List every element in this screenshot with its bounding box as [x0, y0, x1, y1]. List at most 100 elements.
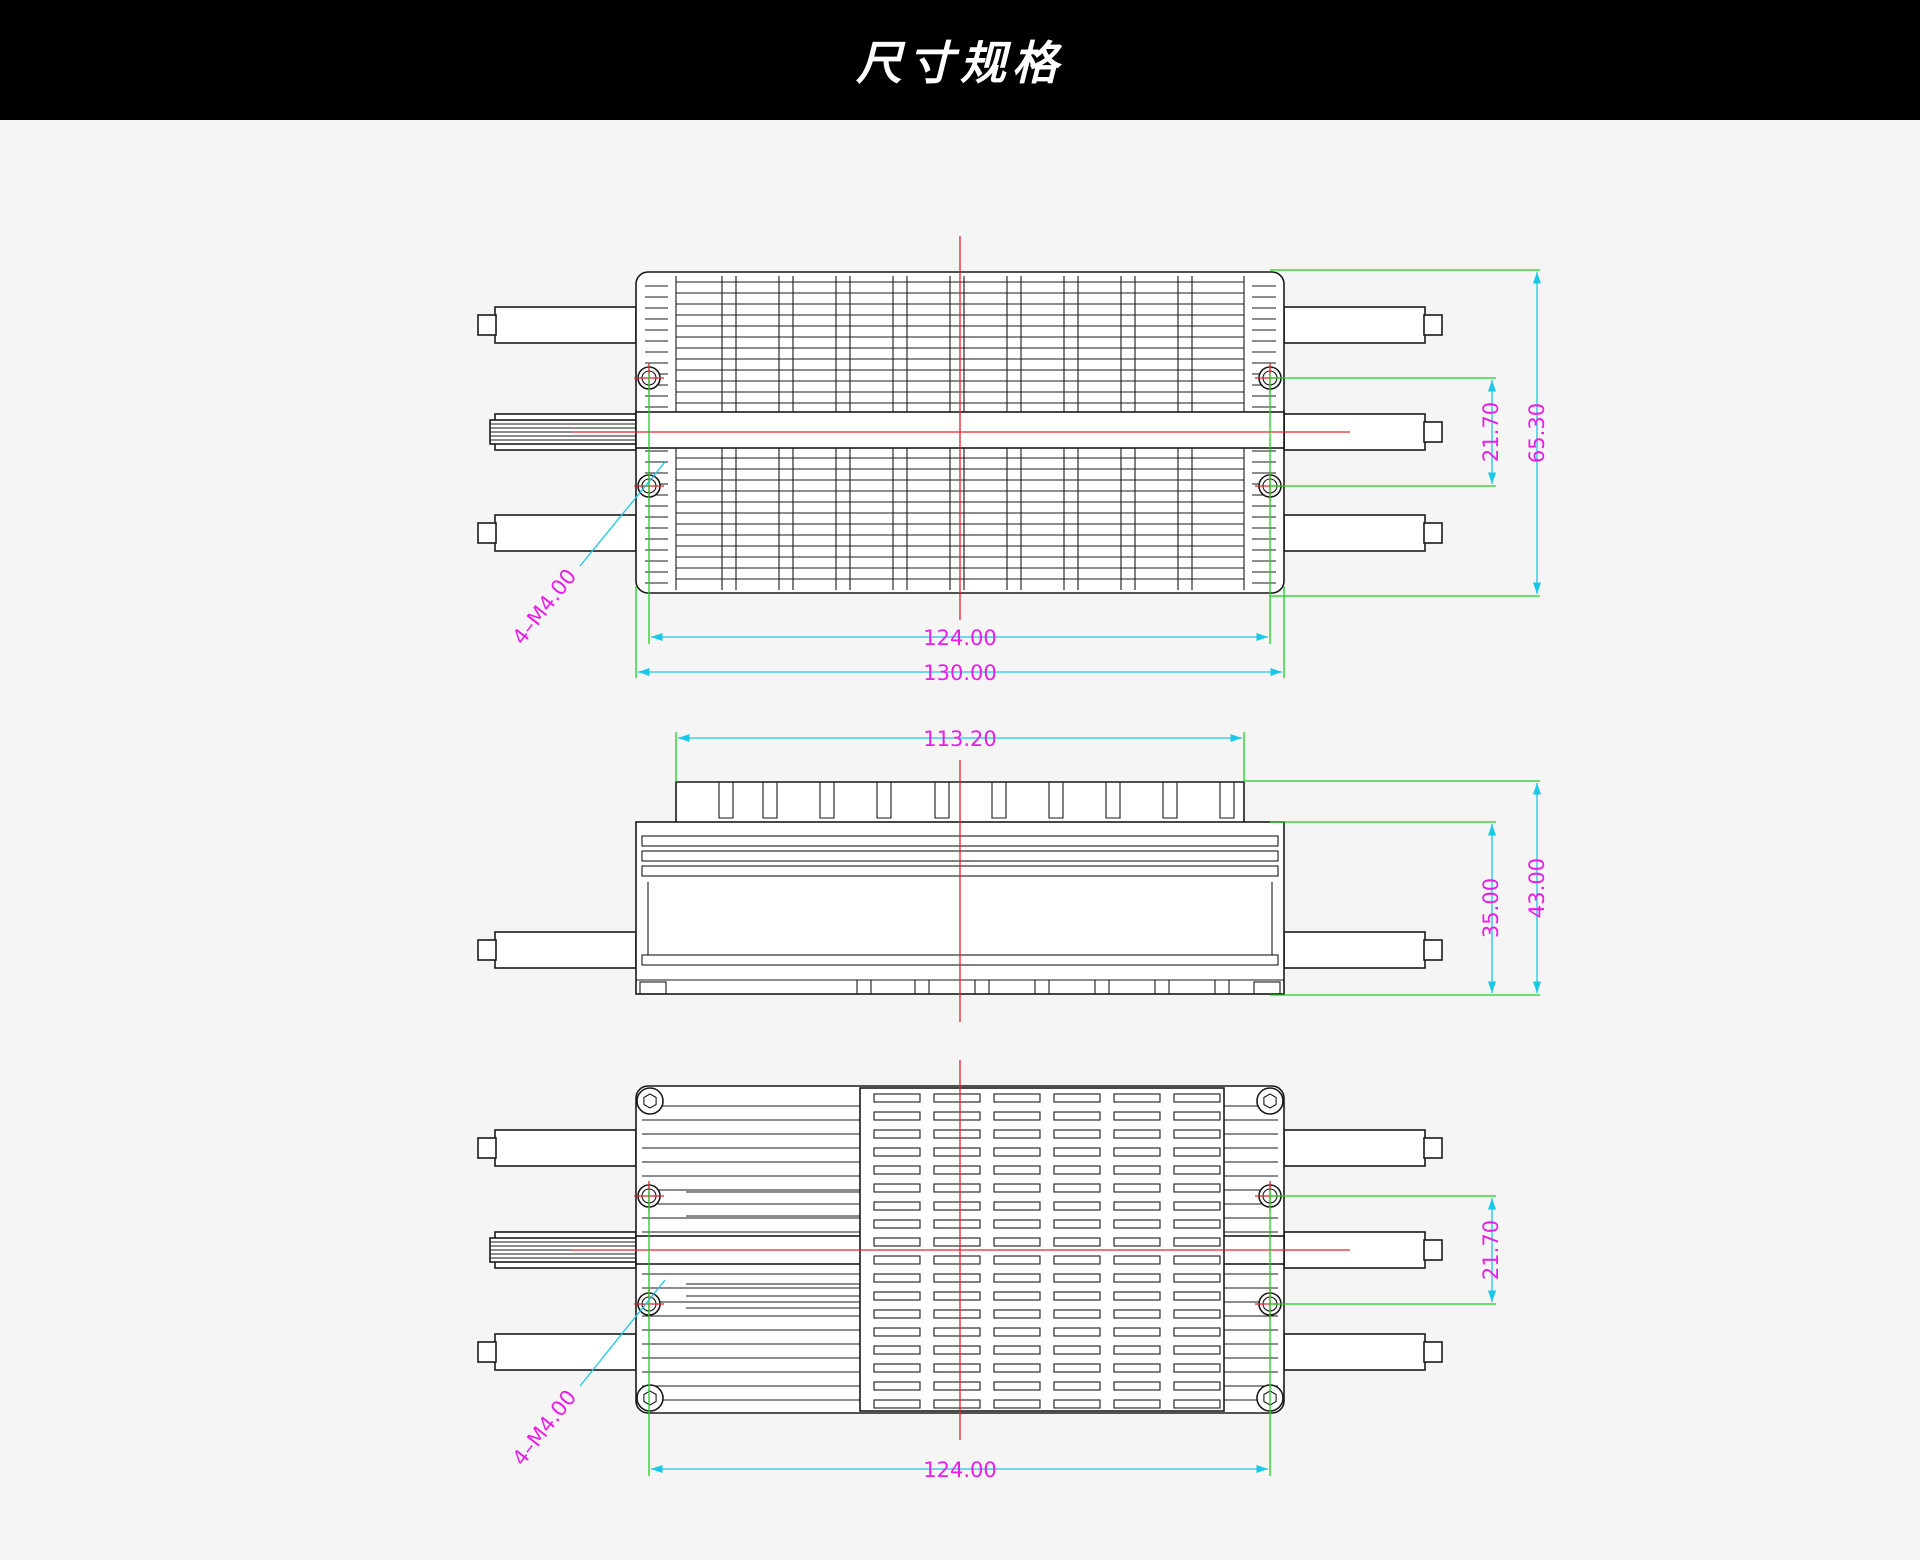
dim-text-hole-pitch: 21.70 [1479, 1220, 1503, 1280]
vent-slot [1053, 1093, 1101, 1103]
corner-screw [636, 1384, 664, 1412]
base-notch [856, 979, 872, 994]
slot-group [686, 1191, 860, 1309]
vent-slot [993, 1219, 1041, 1229]
corner-screw [1256, 1087, 1284, 1115]
vent-slot [993, 1381, 1041, 1391]
side-view: 113.20 35.00 43.00 [477, 727, 1549, 1022]
vent-slot [1173, 1273, 1221, 1283]
hex-socket [1263, 1093, 1277, 1109]
fin-gap [1219, 782, 1235, 819]
fin-gap [762, 782, 778, 819]
bottom-view-corner-screws [636, 1087, 1284, 1412]
vent-slot [1053, 1165, 1101, 1175]
top-view: 124.00 130.00 65.30 21.70 4–M4.00 [477, 236, 1549, 685]
vent-slot [993, 1111, 1041, 1121]
vent-slot [1113, 1183, 1161, 1193]
fin-gap [1048, 782, 1064, 819]
vent-slot [873, 1309, 921, 1319]
vent-slot [993, 1183, 1041, 1193]
vent-slot [873, 1219, 921, 1229]
vent-slot [993, 1201, 1041, 1211]
hex-socket [643, 1390, 657, 1406]
base-notch [1094, 979, 1110, 994]
base-foot [639, 981, 667, 995]
vent-slot [1173, 1093, 1221, 1103]
vent-slot [873, 1381, 921, 1391]
vent-slot [1113, 1363, 1161, 1373]
cable-sleeve [494, 306, 637, 344]
vent-slot [1053, 1147, 1101, 1157]
cable-sleeve [1283, 1129, 1426, 1167]
vent-slot [933, 1201, 981, 1211]
vent-slot [1173, 1147, 1221, 1157]
cable-terminal [1423, 421, 1443, 443]
cable-terminal [477, 939, 497, 961]
vent-slot [933, 1273, 981, 1283]
vent-slot [873, 1093, 921, 1103]
vent-slot [993, 1237, 1041, 1247]
fin-gap [991, 782, 1007, 819]
dim-text-outer-width: 130.00 [923, 661, 996, 685]
vent-slot [1113, 1129, 1161, 1139]
vent-slot [1173, 1111, 1221, 1121]
vent-slot [933, 1147, 981, 1157]
dim-text-fin-width: 113.20 [923, 727, 996, 751]
vent-slot [993, 1309, 1041, 1319]
corner-screw [636, 1087, 664, 1115]
base-foot [1253, 981, 1281, 995]
vent-slot [993, 1399, 1041, 1409]
vent-slot [1173, 1219, 1221, 1229]
base-notch [1214, 979, 1230, 994]
vent-slot [1113, 1273, 1161, 1283]
vent-slot [873, 1129, 921, 1139]
vent-slot [1113, 1093, 1161, 1103]
base-notch [1154, 979, 1170, 994]
fin-gap [876, 782, 892, 819]
vent-slot [1113, 1345, 1161, 1355]
vent-slot [873, 1327, 921, 1337]
vent-slot [933, 1165, 981, 1175]
leader-line [579, 461, 666, 567]
cable-sleeve [1283, 514, 1426, 552]
vent-slot [873, 1183, 921, 1193]
dim-text-hole-pitch: 21.70 [1479, 402, 1503, 462]
hex-socket [643, 1093, 657, 1109]
vent-slot [873, 1165, 921, 1175]
vent-slot [933, 1093, 981, 1103]
vent-slot [993, 1363, 1041, 1373]
dim-text-hole-callout: 4–M4.00 [508, 564, 582, 649]
vent-slot [1113, 1327, 1161, 1337]
vent-slot [873, 1147, 921, 1157]
vent-slot [1113, 1165, 1161, 1175]
base-notch [974, 979, 990, 994]
page-title: 尺寸规格 [856, 36, 1064, 90]
vent-slot [993, 1147, 1041, 1157]
vent-slot [1053, 1255, 1101, 1265]
leader-line [579, 1279, 666, 1387]
vent-slot [993, 1165, 1041, 1175]
cable-sleeve [1283, 931, 1426, 969]
dim-text-inner-width: 124.00 [923, 626, 996, 650]
bottom-view: 124.00 21.70 4–M4.00 [477, 1060, 1503, 1482]
vent-slot [993, 1255, 1041, 1265]
dim-text-total-height: 43.00 [1525, 858, 1549, 918]
vent-slot [1053, 1201, 1101, 1211]
cable-terminal [1423, 314, 1443, 336]
vent-slot [1173, 1165, 1221, 1175]
fin-gap [1105, 782, 1121, 819]
vent-slot [873, 1363, 921, 1373]
base-notch [1034, 979, 1050, 994]
vent-slot [993, 1327, 1041, 1337]
vent-slot [873, 1345, 921, 1355]
vent-slot [873, 1201, 921, 1211]
vent-slot [1173, 1129, 1221, 1139]
vent-slot [933, 1327, 981, 1337]
vent-slot [1113, 1381, 1161, 1391]
cable-terminal [1423, 522, 1443, 544]
vent-slot [933, 1345, 981, 1355]
vent-slot [1053, 1309, 1101, 1319]
cable-sleeve [494, 931, 637, 969]
vent-slot [933, 1363, 981, 1373]
